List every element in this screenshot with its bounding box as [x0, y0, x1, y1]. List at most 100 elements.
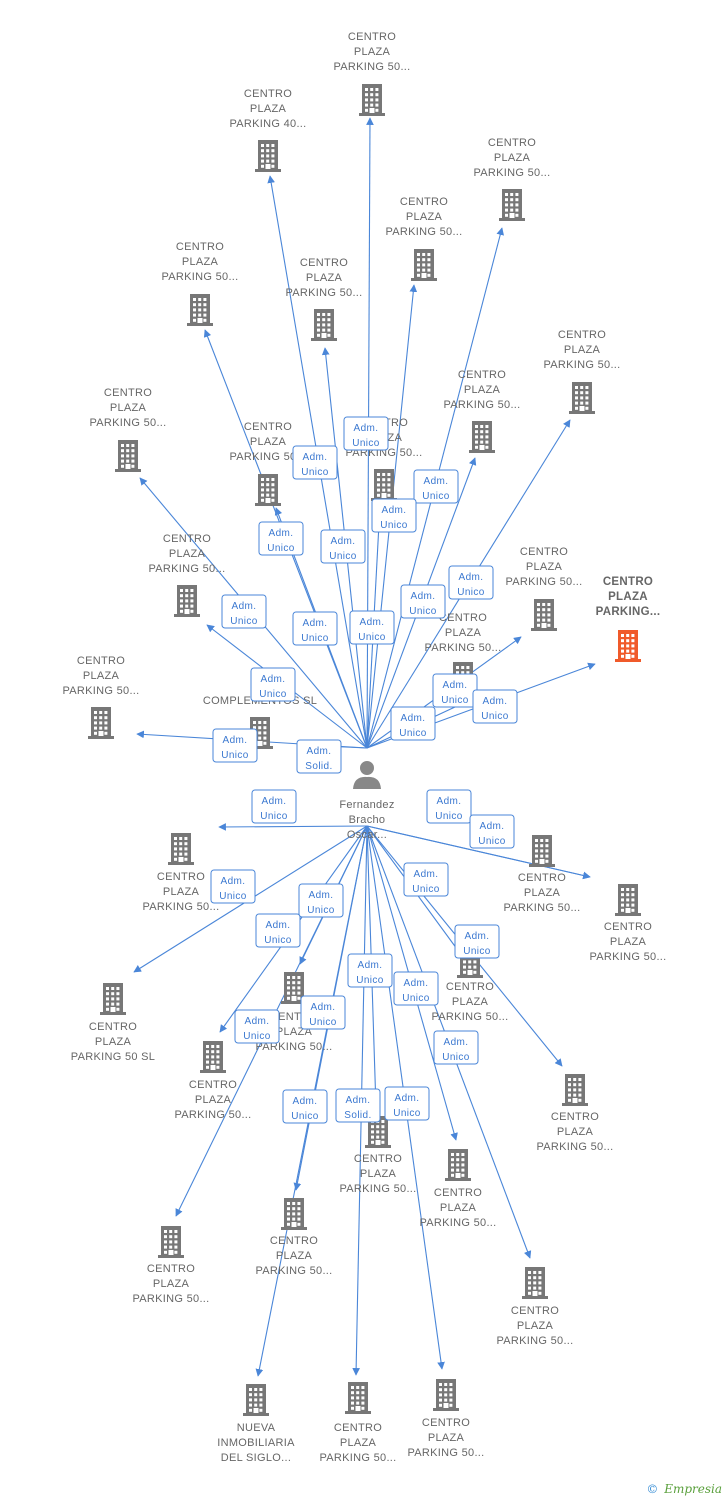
company-name-line[interactable]: INMOBILIARIA [217, 1437, 295, 1449]
building-icon[interactable] [158, 1226, 184, 1258]
building-icon[interactable] [499, 189, 525, 221]
company-name-line[interactable]: PARKING 50... [255, 1041, 332, 1053]
building-icon[interactable] [411, 249, 437, 281]
company-name-line[interactable]: CENTRO [458, 369, 506, 381]
relation-badge[interactable]: Adm.Unico [320, 529, 366, 564]
company-name-line[interactable]: CENTRO [104, 387, 152, 399]
relation-badge[interactable]: Adm.Unico [221, 594, 267, 629]
building-icon[interactable] [281, 1198, 307, 1230]
company-name-line[interactable]: PLAZA [83, 670, 120, 682]
company-name-line[interactable]: CENTRO [422, 1417, 470, 1429]
company-name-line[interactable]: PARKING 50... [419, 1217, 496, 1229]
relation-badge[interactable]: Adm.Unico [343, 416, 389, 451]
relation-badge[interactable]: Adm.Unico [472, 689, 518, 724]
relation-badge[interactable]: Adm.Unico [234, 1009, 280, 1044]
building-icon[interactable] [115, 440, 141, 472]
company-name-line[interactable]: PLAZA [564, 344, 601, 356]
company-name-line[interactable]: CENTRO [348, 31, 396, 43]
company-name-line[interactable]: PARKING 50... [89, 417, 166, 429]
building-icon[interactable] [187, 294, 213, 326]
person-name-line[interactable]: Oscar... [347, 829, 387, 841]
company-name-line[interactable]: PARKING 50... [285, 287, 362, 299]
company-name-line[interactable]: CENTRO [244, 421, 292, 433]
company-name-line[interactable]: CENTRO [558, 329, 606, 341]
company-name-line[interactable]: PLAZA [195, 1094, 232, 1106]
company-name-line[interactable]: PARKING 50... [536, 1141, 613, 1153]
building-icon[interactable] [100, 983, 126, 1015]
company-name-line[interactable]: PLAZA [494, 152, 531, 164]
company-name-line[interactable]: PLAZA [95, 1036, 132, 1048]
building-icon[interactable] [371, 469, 397, 501]
company-name-line[interactable]: CENTRO [334, 1422, 382, 1434]
company-node-n2[interactable]: CENTRO PLAZA PARKING 40... [229, 88, 306, 172]
building-icon[interactable] [615, 884, 641, 916]
company-name-line[interactable]: DEL SIGLO... [221, 1452, 291, 1464]
company-name-line[interactable]: PARKING... [596, 606, 661, 618]
company-name-line[interactable]: PLAZA [517, 1320, 554, 1332]
company-name-line[interactable]: PLAZA [524, 887, 561, 899]
company-name-line[interactable]: CENTRO [163, 533, 211, 545]
relation-badge[interactable]: Adm.Unico [433, 1030, 479, 1065]
building-icon[interactable] [174, 585, 200, 617]
company-name-line[interactable]: PLAZA [250, 103, 287, 115]
relation-badge[interactable]: Adm.Unico [403, 862, 449, 897]
company-name-line[interactable]: CENTRO [354, 1153, 402, 1165]
company-name-line[interactable]: PARKING 50... [229, 451, 306, 463]
company-name-line[interactable]: CENTRO [244, 88, 292, 100]
company-name-line[interactable]: PLAZA [440, 1202, 477, 1214]
relation-badge[interactable]: Adm.Unico [432, 673, 478, 708]
building-icon[interactable] [433, 1379, 459, 1411]
building-icon[interactable] [522, 1267, 548, 1299]
building-icon[interactable] [255, 140, 281, 172]
company-name-line[interactable]: PLAZA [340, 1437, 377, 1449]
building-icon[interactable] [88, 707, 114, 739]
relation-badge[interactable]: Adm.Unico [469, 814, 515, 849]
company-name-line[interactable]: PLAZA [169, 548, 206, 560]
company-name-line[interactable]: PARKING 50... [589, 951, 666, 963]
company-name-line[interactable]: PLAZA [276, 1250, 313, 1262]
company-name-line[interactable]: PLAZA [406, 211, 443, 223]
building-icon[interactable] [255, 474, 281, 506]
relation-badge[interactable]: Adm.Unico [413, 469, 459, 504]
company-name-line[interactable]: PLAZA [182, 256, 219, 268]
company-name-line[interactable]: CENTRO [604, 921, 652, 933]
company-name-line[interactable]: CENTRO [551, 1111, 599, 1123]
relation-badge[interactable]: Adm.Unico [282, 1089, 328, 1124]
relation-badge[interactable]: Adm.Unico [371, 498, 417, 533]
company-name-line[interactable]: CENTRO [511, 1305, 559, 1317]
building-icon[interactable] [615, 630, 641, 662]
company-name-line[interactable]: PLAZA [360, 1168, 397, 1180]
relation-badge[interactable]: Adm.Unico [347, 953, 393, 988]
company-name-line[interactable]: CENTRO [189, 1079, 237, 1091]
company-name-line[interactable]: CENTRO [434, 1187, 482, 1199]
person-name-line[interactable]: Bracho [349, 814, 386, 826]
person-node[interactable]: FernandezBrachoOscar... [339, 761, 394, 841]
company-name-line[interactable]: PLAZA [250, 436, 287, 448]
relation-badge[interactable]: Adm.Unico [251, 789, 297, 824]
company-node-n27[interactable]: CENTRO PLAZA PARKING 50... [419, 1149, 496, 1229]
building-icon[interactable] [531, 599, 557, 631]
company-name-line[interactable]: PARKING 40... [229, 118, 306, 130]
company-name-line[interactable]: PARKING 50... [339, 1183, 416, 1195]
company-name-line[interactable]: PARKING 50... [424, 642, 501, 654]
building-icon[interactable] [311, 309, 337, 341]
relation-badge[interactable]: Adm.Unico [454, 924, 500, 959]
company-name-line[interactable]: NUEVA [237, 1422, 276, 1434]
company-name-line[interactable]: CENTRO [157, 871, 205, 883]
company-name-line[interactable]: PLAZA [428, 1432, 465, 1444]
company-node-n26[interactable]: CENTRO PLAZA PARKING 50... [339, 1116, 416, 1195]
relation-badge[interactable]: Adm.Unico [255, 913, 301, 948]
